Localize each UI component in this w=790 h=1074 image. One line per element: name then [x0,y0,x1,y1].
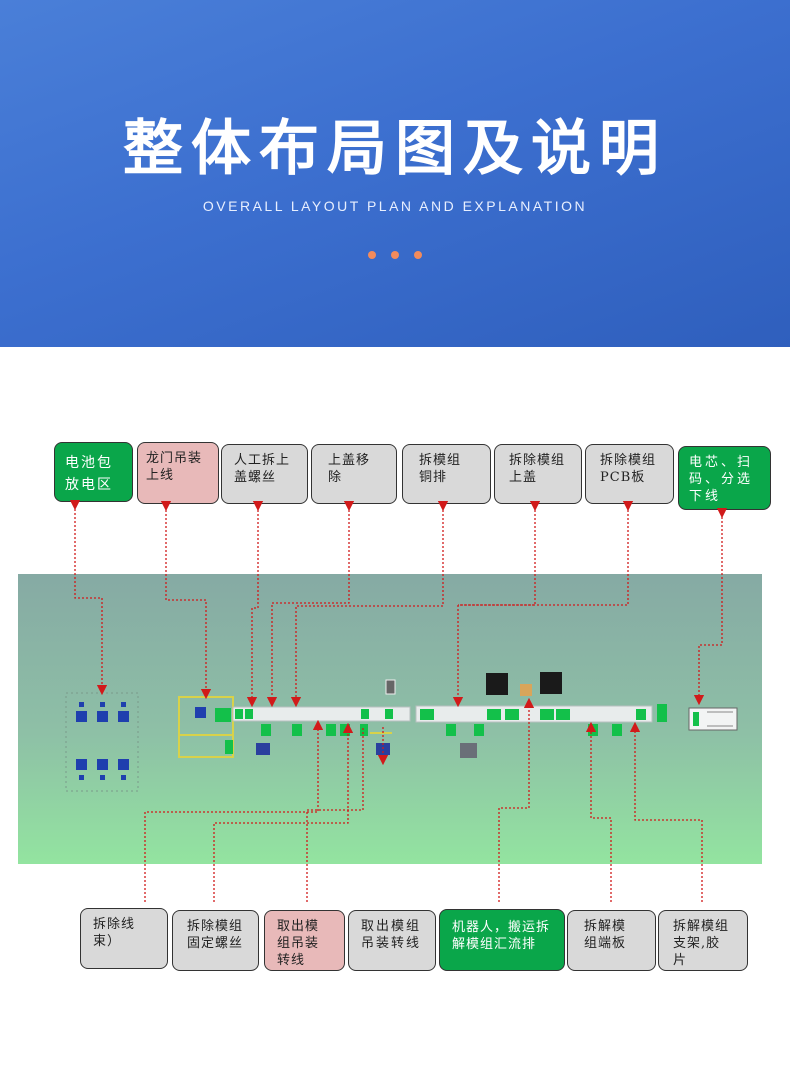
label-text: 拆模组铜排 [419,453,462,485]
header-banner: 整体布局图及说明 OVERALL LAYOUT PLAN AND EXPLANA… [0,0,790,347]
bottom-label-module-fixing-screws: 拆除模组固定螺丝 [172,910,259,971]
decor-dots [0,251,790,259]
top-label-module-pcb: 拆除模组PCB板 [585,444,674,504]
bottom-label-module-bracket-film: 拆解模组支架,胶片 [658,910,748,971]
decor-dot [391,251,399,259]
top-leader-arrows [69,499,728,708]
label-text: 龙门吊装上线 [146,451,203,483]
decor-dot [368,251,376,259]
output-station [688,707,738,731]
bottom-leader-arrows [144,697,703,902]
discharge-area [65,692,139,792]
label-text: 取出模组吊装转线 [277,919,320,968]
conveyor-line-2 [415,672,667,758]
bottom-label-robot-busbar: 机器人，搬运拆解模组汇流排 [439,909,565,971]
label-text: 人工拆上盖螺丝 [234,453,291,485]
bottom-label-remove-harness: 拆除线束） [80,908,168,969]
label-text: 上盖移除 [328,453,371,485]
bottom-label-lift-transfer-1: 取出模组吊装转线 [264,910,345,971]
label-text: 电芯、扫码、分选下线 [689,455,754,504]
label-text: 取出模组吊装转线 [361,919,422,951]
label-text: 拆除线束） [93,917,136,949]
top-label-module-copper-bar: 拆模组铜排 [402,444,491,504]
label-text: 拆解模组端板 [584,919,627,951]
label-text: 电池包放电区 [65,455,113,493]
bottom-label-lift-transfer-2: 取出模组吊装转线 [348,910,436,971]
top-label-module-cover: 拆除模组上盖 [494,444,582,504]
bottom-label-module-endplate: 拆解模组端板 [567,910,656,971]
top-label-cell-scan-sort: 电芯、扫码、分选下线 [678,446,771,510]
decor-dot [414,251,422,259]
page-subtitle: OVERALL LAYOUT PLAN AND EXPLANATION [202,198,588,214]
label-text: 拆除模组上盖 [509,453,566,485]
gantry-frame [178,696,234,758]
label-text: 机器人，搬运拆解模组汇流排 [452,920,551,952]
top-label-manual-cover-screws: 人工拆上盖螺丝 [221,444,308,504]
label-text: 拆除模组PCB板 [600,453,657,485]
top-label-cover-removal: 上盖移除 [311,444,397,504]
label-text: 拆除模组固定螺丝 [187,919,244,951]
page-title: 整体布局图及说明 [123,114,667,184]
label-text: 拆解模组支架,胶片 [673,919,730,968]
